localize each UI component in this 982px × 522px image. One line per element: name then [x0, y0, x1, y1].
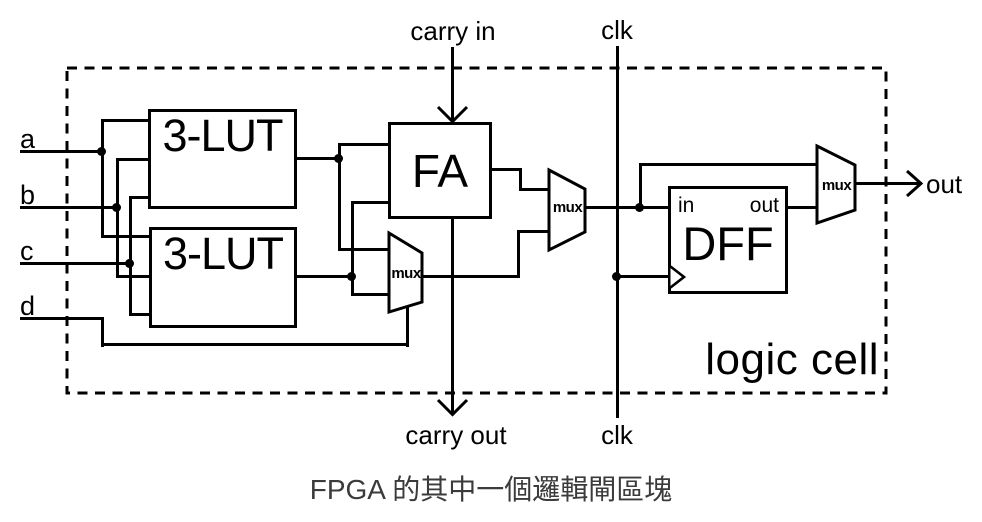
- junction-b: [112, 203, 121, 212]
- carry-mux-label: mux: [391, 265, 421, 282]
- lut2-label: 3-LUT: [162, 228, 284, 279]
- dff-in-pin-label: in: [678, 194, 695, 217]
- input-label-a: a: [20, 124, 36, 154]
- carry-mux-shape: [387, 230, 424, 315]
- figure-caption: FPGA 的其中一個邏輯閘區塊: [309, 474, 673, 505]
- wire-bypass-to-out-mux: [639, 163, 819, 166]
- lut2-box: 3-LUT: [149, 227, 297, 328]
- wire-clk: [616, 46, 619, 418]
- wire-lut2-to-fa: [351, 201, 391, 204]
- junction-clk-dff: [612, 272, 621, 281]
- input-label-d: d: [20, 291, 36, 321]
- dff-box: in out DFF: [668, 186, 788, 294]
- wire-c-to-lut2: [129, 313, 152, 316]
- wire-lut1-output: [295, 157, 341, 160]
- out-arrowhead-icon: [906, 169, 924, 198]
- clk-top-label: clk: [601, 15, 633, 45]
- junction-c: [125, 259, 134, 268]
- wire-lut1-to-fa: [338, 143, 391, 146]
- junction-lut1-out: [334, 154, 343, 163]
- wire-c-to-lut1: [129, 196, 151, 199]
- wire-carry-mux-out: [421, 275, 520, 278]
- out-mux-shape: [815, 143, 857, 226]
- dff-out-pin-label: out: [749, 194, 779, 217]
- input-label-b: b: [20, 180, 36, 210]
- wire-b-to-lut1: [116, 158, 151, 161]
- logic-cell-title: logic cell: [705, 335, 879, 384]
- wire-input-b: [20, 206, 119, 209]
- wire-clk-to-dff: [616, 275, 671, 278]
- wire-input-c: [20, 262, 132, 265]
- lut1-label: 3-LUT: [162, 110, 283, 161]
- wire-input-a: [20, 150, 104, 153]
- carry-in-arrowhead-icon: [436, 105, 469, 124]
- wire-carry-out: [451, 218, 454, 415]
- wire-lut2-output: [295, 275, 354, 278]
- wire-lut2-branch: [351, 202, 354, 296]
- wire-sum-mux-to-dff: [584, 206, 672, 209]
- wire-b-to-lut2: [116, 275, 152, 278]
- wire-a-to-lut2: [101, 235, 152, 238]
- wire-b-riser: [116, 159, 119, 278]
- sum-mux-shape: [547, 167, 587, 253]
- wire-fa-to-sum-mux: [519, 188, 552, 191]
- dff-pin-row: in out: [671, 189, 785, 217]
- junction-lut2-out: [347, 272, 356, 281]
- wire-c-riser: [129, 197, 132, 316]
- wire-carry-mux-jog: [517, 231, 520, 278]
- junction-a: [97, 147, 106, 156]
- dff-clock-triangle-icon: [669, 265, 687, 289]
- wire-d-select-riser: [406, 306, 409, 347]
- wire-lut1-branch: [338, 144, 341, 251]
- carry-in-label: carry in: [410, 16, 496, 46]
- out-mux-label: mux: [821, 177, 852, 194]
- wire-d-drop: [101, 318, 104, 347]
- wire-d-return: [101, 343, 409, 346]
- wire-carry-mux-to-sum-mux: [517, 230, 552, 233]
- carry-out-label: carry out: [405, 420, 507, 450]
- wire-bypass-riser: [639, 164, 642, 208]
- full-adder-label: FA: [411, 144, 469, 197]
- wire-fa-sum-jog: [519, 169, 522, 191]
- out-label: out: [926, 169, 963, 199]
- wire-carry-in: [451, 47, 454, 123]
- lut1-box: 3-LUT: [148, 109, 297, 209]
- wire-input-d: [20, 317, 104, 320]
- wire-dff-to-out-mux: [786, 206, 819, 209]
- full-adder-box: FA: [388, 122, 492, 219]
- clk-bottom-label: clk: [601, 420, 633, 450]
- carry-out-arrowhead-icon: [436, 398, 469, 417]
- wire-lut1-to-carry-mux: [338, 248, 391, 251]
- wire-a-to-lut1: [101, 119, 151, 122]
- sum-mux-label: mux: [552, 199, 583, 216]
- logic-cell-dashed-border: [65, 66, 888, 395]
- wire-fa-sum-out: [490, 168, 522, 171]
- wire-a-riser: [101, 121, 104, 238]
- wire-lut2-to-carry-mux: [351, 293, 391, 296]
- input-label-c: c: [20, 236, 34, 266]
- junction-dff-in: [635, 203, 644, 212]
- dff-label: DFF: [682, 217, 774, 270]
